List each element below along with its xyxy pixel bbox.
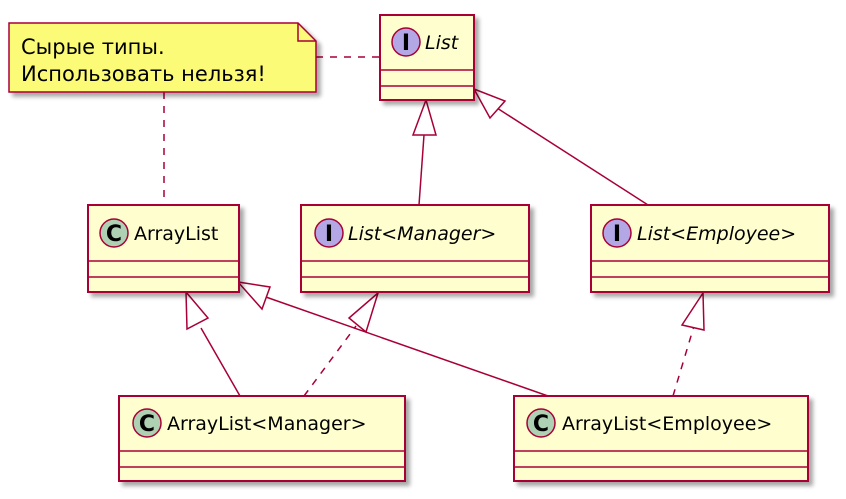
note-raw-types[interactable]: [8, 22, 317, 93]
note-line-2: Использовать нельзя!: [21, 62, 266, 86]
interface-list-employee-box: [590, 204, 830, 293]
arrowhead-arraylist-employee-impl: [680, 290, 705, 331]
edge-arraylist-manager-extends-arraylist: [200, 327, 241, 397]
class-arraylist-employee[interactable]: C ArrayList<Employee>: [513, 395, 809, 482]
arrowhead-list-employee: [472, 87, 507, 120]
class-arraylist[interactable]: C ArrayList: [87, 204, 240, 293]
arrowhead-arraylist-employee: [236, 280, 272, 311]
badge-letter: I: [402, 31, 410, 56]
note-fold: [297, 23, 316, 42]
class-arraylist-manager[interactable]: C ArrayList<Manager>: [118, 395, 406, 482]
interface-list-box: [379, 14, 475, 101]
edges: [163, 56, 705, 397]
interface-list-employee[interactable]: I List<Employee>: [590, 204, 830, 293]
edge-arraylist-employee-implements: [672, 325, 695, 397]
class-arraylist-manager-box: [118, 395, 406, 482]
class-arraylist-employee-name: ArrayList<Employee>: [562, 413, 772, 435]
class-arraylist-manager-name: ArrayList<Manager>: [167, 413, 367, 435]
badge-letter: I: [325, 222, 333, 247]
interface-list-employee-name: List<Employee>: [637, 223, 796, 245]
badge-letter: C: [139, 412, 155, 437]
interface-list-manager[interactable]: I List<Manager>: [300, 204, 530, 293]
arrowhead-arraylist-manager: [185, 289, 210, 331]
class-badge-icon: [99, 218, 129, 248]
interface-list-manager-name: List<Manager>: [348, 223, 496, 245]
class-arraylist-box: [87, 204, 240, 293]
interface-list-name: List: [425, 32, 460, 54]
interface-list-manager-box: [300, 204, 530, 293]
arrowhead-list-manager: [411, 97, 437, 136]
badge-letter: C: [106, 222, 122, 247]
class-arraylist-name: ArrayList: [134, 223, 218, 245]
edge-list-manager-extends-list: [418, 134, 425, 206]
note-line-1: Сырые типы.: [21, 35, 165, 59]
interface-badge-icon: [314, 218, 344, 248]
class-badge-icon: [132, 408, 162, 438]
class-arraylist-employee-box: [513, 395, 809, 482]
interface-badge-icon: [602, 218, 632, 248]
interface-badge-icon: [391, 27, 421, 57]
edge-list-employee-extends-list: [496, 107, 649, 206]
interface-list[interactable]: I List: [379, 14, 475, 101]
badge-letter: C: [533, 412, 549, 437]
edge-arraylist-manager-implements: [303, 325, 357, 397]
arrowhead-arraylist-manager-impl: [347, 290, 380, 334]
note-shape: [8, 22, 317, 93]
edge-arraylist-employee-extends-arraylist: [262, 295, 549, 397]
class-badge-icon: [526, 408, 556, 438]
badge-letter: I: [613, 222, 621, 247]
